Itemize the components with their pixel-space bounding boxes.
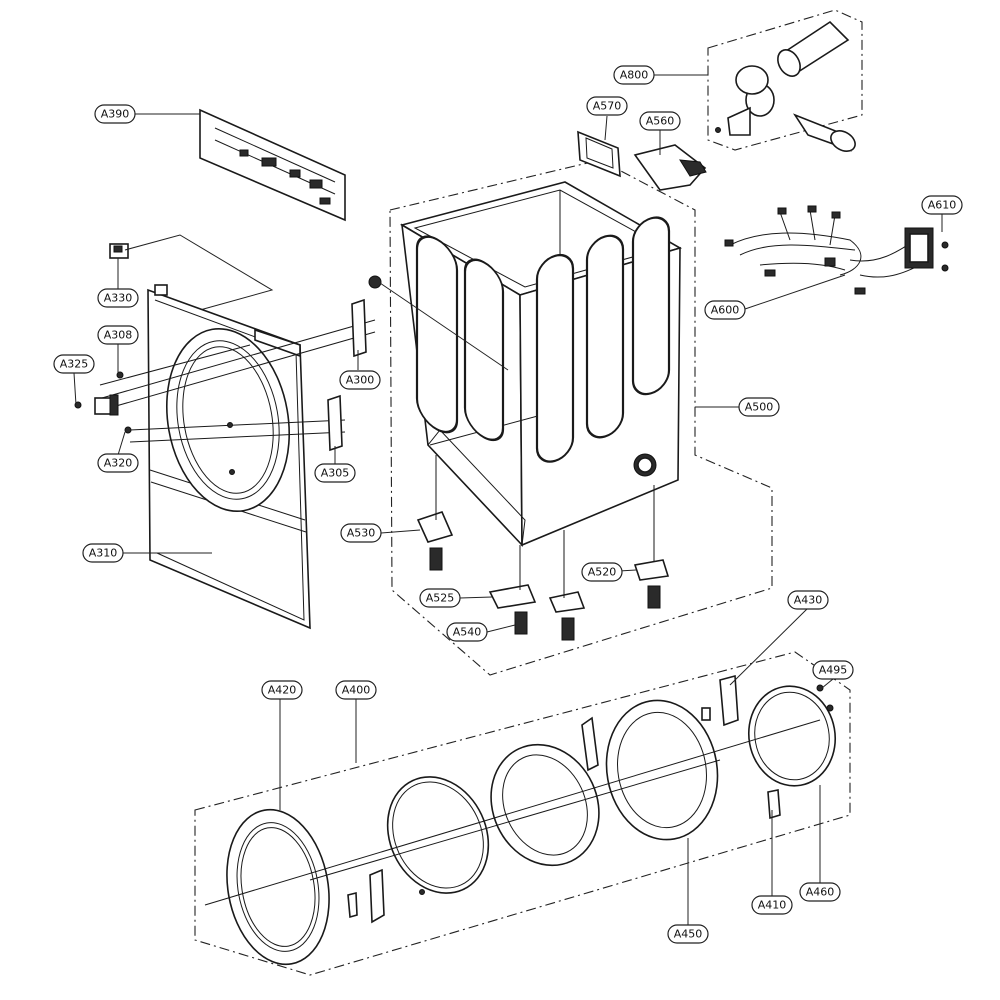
callout-a560: A560 [639, 111, 681, 131]
control-bracket [199, 108, 346, 222]
door-latch [347, 789, 781, 924]
door-inner-glass [490, 743, 600, 867]
callout-a320: A320 [97, 453, 139, 473]
panel-rails [94, 298, 376, 452]
callout-a300-text: A300 [346, 374, 375, 387]
callout-a800-text: A800 [620, 69, 649, 82]
wiring-harness [724, 205, 949, 295]
door-hinge-frame [581, 699, 719, 841]
callout-a450-text: A450 [674, 928, 703, 941]
callout-a305: A305 [314, 463, 356, 483]
callout-a495-text: A495 [819, 664, 848, 677]
callout-a310: A310 [82, 543, 124, 563]
callout-a308-text: A308 [104, 329, 133, 342]
callout-a300: A300 [339, 370, 381, 390]
callout-a308: A308 [97, 325, 139, 345]
callout-a610-text: A610 [928, 199, 957, 212]
callout-a570: A570 [586, 96, 628, 116]
callout-a540-text: A540 [453, 626, 482, 639]
callout-a520: A520 [581, 562, 623, 582]
front-panel [147, 284, 311, 630]
callout-a310-text: A310 [89, 547, 118, 560]
callout-a400-text: A400 [342, 684, 371, 697]
callout-a325: A325 [53, 354, 95, 374]
callout-a570-text: A570 [593, 100, 622, 113]
callout-a500: A500 [738, 397, 780, 417]
callout-a530: A530 [340, 523, 382, 543]
callout-a420: A420 [261, 680, 303, 700]
callout-a525: A525 [419, 588, 461, 608]
callout-a325-text: A325 [60, 358, 89, 371]
callout-a410-text: A410 [758, 899, 787, 912]
callout-a330: A330 [97, 288, 139, 308]
callout-a800: A800 [613, 65, 655, 85]
door-hinge [701, 674, 739, 727]
top-cover-plate [577, 130, 621, 178]
callout-a430: A430 [787, 590, 829, 610]
callout-a330-text: A330 [104, 292, 133, 305]
callout-a530-text: A530 [347, 527, 376, 540]
callout-a600: A600 [704, 300, 746, 320]
callout-a400: A400 [335, 680, 377, 700]
door-axis-lines [204, 719, 821, 906]
door-group-boundary [194, 651, 851, 976]
callout-a525-text: A525 [426, 592, 455, 605]
top-bracket [633, 144, 707, 191]
door-screws [419, 684, 834, 895]
callout-a520-text: A520 [588, 566, 617, 579]
cabinet-feet [416, 455, 670, 641]
clip-part [109, 243, 129, 259]
panel-screws [74, 371, 235, 475]
cabinet [368, 181, 683, 548]
callout-a390: A390 [94, 104, 136, 124]
callout-a390-text: A390 [101, 108, 130, 121]
callout-a410: A410 [751, 895, 793, 915]
callout-a495: A495 [812, 660, 854, 680]
door-outer-frame [226, 808, 330, 966]
callout-a600-text: A600 [711, 304, 740, 317]
door-gasket [747, 685, 837, 787]
callout-a500-text: A500 [745, 401, 774, 414]
callout-a460-text: A460 [806, 886, 835, 899]
callout-a560-text: A560 [646, 115, 675, 128]
callout-a610: A610 [921, 195, 963, 215]
callout-a450: A450 [667, 924, 709, 944]
callout-a320-text: A320 [104, 457, 133, 470]
leader-lines [73, 74, 943, 925]
callout-a430-text: A430 [794, 594, 823, 607]
callout-a305-text: A305 [321, 467, 350, 480]
duct-group-boundary [707, 9, 863, 151]
callout-a460: A460 [799, 882, 841, 902]
callout-a420-text: A420 [268, 684, 297, 697]
exhaust-duct [715, 20, 856, 152]
callout-a540: A540 [446, 622, 488, 642]
